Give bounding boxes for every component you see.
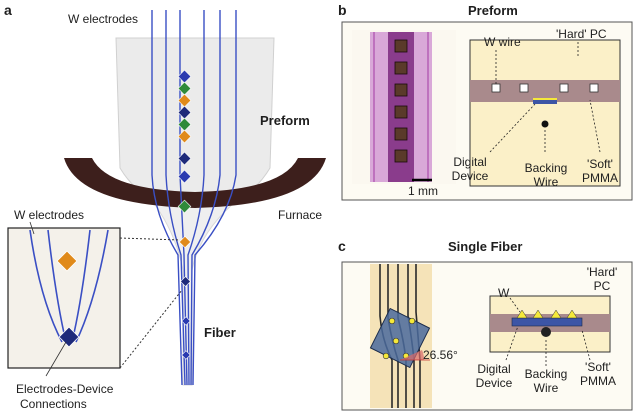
die-device xyxy=(178,235,192,249)
die-device xyxy=(181,316,191,326)
backing-wire-c xyxy=(541,327,551,337)
die-device xyxy=(177,105,192,120)
furnace-label: Furnace xyxy=(278,208,323,222)
hard-pc-label-c2: PC xyxy=(593,279,611,293)
tilted-device xyxy=(369,307,431,369)
panel-c-title: Single Fiber xyxy=(448,239,523,254)
backing-wire-label-c1: Backing xyxy=(524,367,568,381)
connections-leader xyxy=(45,341,67,377)
digital-device-label-c1: Digital xyxy=(477,362,511,376)
micrograph-device xyxy=(394,83,408,97)
digital-device-c xyxy=(511,317,583,327)
die-device xyxy=(177,169,192,184)
w-contact xyxy=(550,309,562,319)
backing-wire-b xyxy=(541,120,549,128)
w-electrode-5 xyxy=(190,10,221,386)
preform-label: Preform xyxy=(260,113,310,128)
fiber-label: Fiber xyxy=(204,325,236,340)
soft-pmma-label-c1: 'Soft' xyxy=(585,360,611,374)
leader-digital-device xyxy=(489,103,536,153)
w-wire-label: W wire xyxy=(484,35,521,49)
hard-pc-label-c1: 'Hard' xyxy=(586,265,618,279)
micrograph-device xyxy=(394,105,408,119)
inset-label-leader xyxy=(29,221,35,235)
backing-wire-label-b2: Wire xyxy=(533,175,559,189)
die-device xyxy=(177,151,192,166)
panel-b-letter: b xyxy=(338,2,347,18)
micrograph-device xyxy=(394,127,408,141)
die-device xyxy=(180,276,191,287)
w-electrode-4 xyxy=(187,10,205,386)
w-electrode-2 xyxy=(165,10,186,386)
soft-pmma-label-b2: PMMA xyxy=(582,171,618,185)
die-device xyxy=(177,93,192,108)
device-contact xyxy=(392,337,400,345)
digital-device-b xyxy=(533,98,557,104)
leader-soft-pmma xyxy=(589,99,601,153)
connections-label-line2: Connections xyxy=(20,397,87,411)
w-contact xyxy=(516,309,528,319)
die-device xyxy=(177,69,192,84)
digital-device-label-b1: Digital xyxy=(453,155,487,169)
device-contact xyxy=(408,317,416,325)
hard-pc-label-b: 'Hard' PC xyxy=(556,27,607,41)
soft-pmma-label-b1: 'Soft' xyxy=(587,157,613,171)
inset-die-orange xyxy=(56,250,78,272)
inset-w-electrodes-label: W electrodes xyxy=(14,208,85,222)
panel-a-letter: a xyxy=(4,2,12,18)
w-label-c: W xyxy=(498,286,510,300)
w-electrode-1 xyxy=(151,10,183,386)
w-wire-slot xyxy=(559,83,569,93)
device-contact xyxy=(388,317,396,325)
backing-wire-label-b1: Backing xyxy=(524,161,568,175)
w-wire-slot xyxy=(589,83,599,93)
w-wire-slot xyxy=(519,83,529,93)
panel-b-title: Preform xyxy=(468,3,518,18)
connections-label-line1: Electrodes-Device xyxy=(16,382,114,396)
die-device xyxy=(177,117,192,132)
micrograph-device xyxy=(394,39,408,53)
leader-soft-pmma-c xyxy=(581,329,591,361)
digital-device-label-b2: Device xyxy=(451,169,489,183)
soft-pmma-label-c2: PMMA xyxy=(580,374,616,388)
panel-c-letter: c xyxy=(338,238,346,254)
pmma-layer xyxy=(470,80,620,102)
micrograph-device xyxy=(394,149,408,163)
w-electrode-6 xyxy=(192,10,237,386)
angle-wedge xyxy=(400,350,425,360)
inset-connector-bottom xyxy=(119,289,183,369)
furnace xyxy=(64,158,326,208)
die-device xyxy=(181,350,191,360)
scale-bar-label: 1 mm xyxy=(408,184,438,198)
die-device xyxy=(177,81,192,96)
w-contact xyxy=(532,309,544,319)
leader-w xyxy=(509,297,521,313)
preform-cross-section xyxy=(469,39,621,187)
w-electrodes-label-top: W electrodes xyxy=(68,12,139,26)
inset-electrode xyxy=(75,229,109,343)
inset-electrode xyxy=(29,229,63,343)
w-contact xyxy=(566,309,578,319)
digital-device-label-c2: Device xyxy=(475,376,513,390)
backing-wire-label-c2: Wire xyxy=(533,381,559,395)
micrograph-device xyxy=(394,61,408,75)
inset-die-dark xyxy=(58,326,80,348)
die-device xyxy=(177,129,192,144)
angle-label: 26.56° xyxy=(423,348,458,362)
die-device xyxy=(177,199,192,214)
digital-device-contacts xyxy=(533,98,557,100)
device-contact xyxy=(382,352,390,360)
